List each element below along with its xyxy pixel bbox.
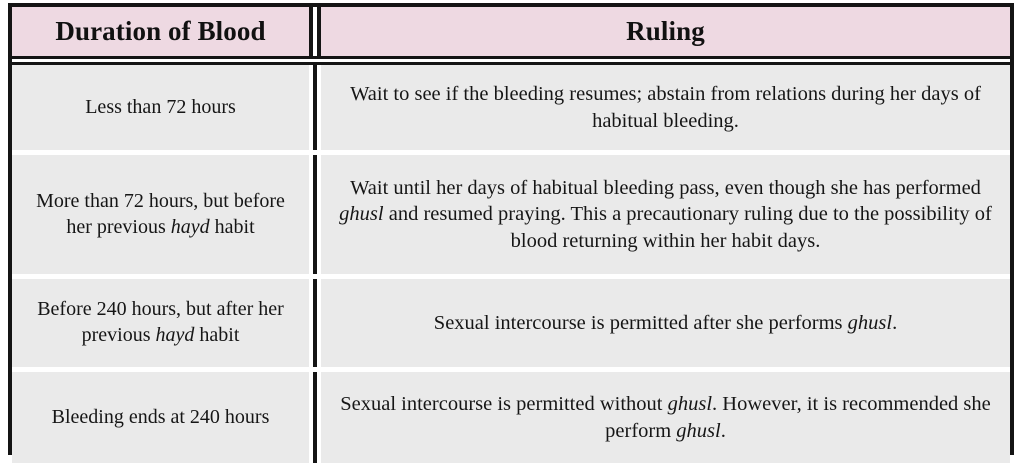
cell-duration-text: Bleeding ends at 240 hours <box>51 405 270 428</box>
header-bottom-rule <box>12 56 1010 65</box>
row-divider-bar <box>313 65 317 150</box>
cell-duration-text: More than 72 hours, but before her previ… <box>36 189 285 238</box>
cell-duration: More than 72 hours, but before her previ… <box>12 155 309 274</box>
cell-ruling-text: Wait until her days of habitual bleeding… <box>339 176 992 252</box>
table-row: Bleeding ends at 240 hours Sexual interc… <box>12 372 1010 463</box>
table-header-row: Duration of Blood Ruling <box>12 7 1010 56</box>
cell-duration: Before 240 hours, but after her previous… <box>12 279 309 367</box>
cell-ruling-text: Sexual intercourse is permitted without … <box>340 392 991 442</box>
row-divider-bar <box>313 155 317 274</box>
cell-duration-text: Less than 72 hours <box>85 95 236 118</box>
cell-ruling-text: Wait to see if the bleeding resumes; abs… <box>350 82 981 132</box>
row-divider-bar <box>313 279 317 367</box>
row-column-divider <box>309 65 321 150</box>
cell-duration-text: Before 240 hours, but after her previous… <box>37 298 284 346</box>
cell-ruling: Sexual intercourse is permitted without … <box>321 372 1010 463</box>
cell-ruling: Wait to see if the bleeding resumes; abs… <box>321 65 1010 150</box>
row-separator <box>12 274 1010 279</box>
column-header-duration: Duration of Blood <box>12 7 309 56</box>
row-column-divider <box>309 372 321 463</box>
column-header-duration-label: Duration of Blood <box>55 16 266 47</box>
cell-duration: Bleeding ends at 240 hours <box>12 372 309 463</box>
cell-ruling: Sexual intercourse is permitted after sh… <box>321 279 1010 367</box>
header-column-divider <box>309 7 321 56</box>
ruling-table: Duration of Blood Ruling Less than 72 ho… <box>8 3 1014 463</box>
table-row: More than 72 hours, but before her previ… <box>12 155 1010 274</box>
header-divider-bar-left <box>309 7 313 56</box>
cell-ruling: Wait until her days of habitual bleeding… <box>321 155 1010 274</box>
row-separator <box>12 367 1010 372</box>
table-row: Less than 72 hours Wait to see if the bl… <box>12 65 1010 150</box>
column-header-ruling-label: Ruling <box>626 16 705 47</box>
row-separator <box>12 150 1010 155</box>
row-column-divider <box>309 155 321 274</box>
table-row: Before 240 hours, but after her previous… <box>12 279 1010 367</box>
column-header-ruling: Ruling <box>321 7 1010 56</box>
cell-duration: Less than 72 hours <box>12 65 309 150</box>
header-divider-bar-right <box>317 7 321 56</box>
cell-ruling-text: Sexual intercourse is permitted after sh… <box>433 311 898 334</box>
header-rule-bar-top <box>12 56 1010 59</box>
table-body: Less than 72 hours Wait to see if the bl… <box>12 65 1010 463</box>
row-column-divider <box>309 279 321 367</box>
row-divider-bar <box>313 372 317 463</box>
header-rule-bar-bottom <box>12 62 1010 65</box>
